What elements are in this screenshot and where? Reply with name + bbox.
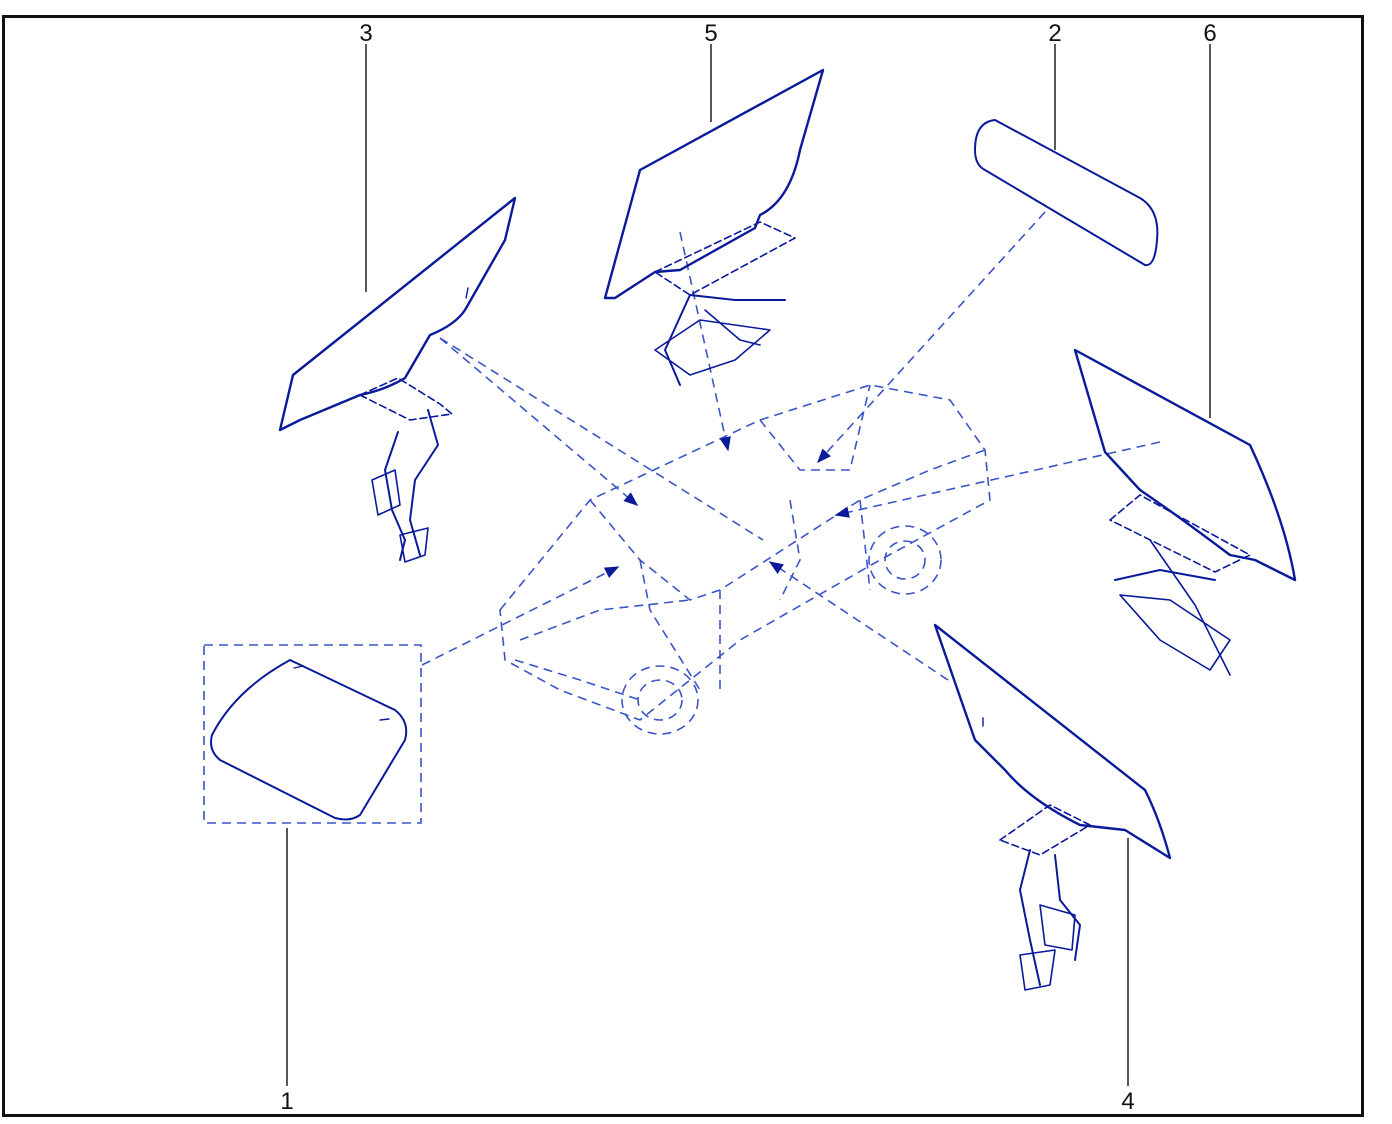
door-glass-part-6 — [1073, 348, 1297, 676]
callout-5: 5 — [704, 20, 718, 47]
window-regulator-6 — [1109, 494, 1251, 676]
callout-1: 1 — [280, 1088, 294, 1115]
window-regulator-5 — [654, 221, 796, 386]
door-glass-part-4 — [933, 623, 1172, 991]
windshield-part-1 — [203, 644, 422, 824]
door-glass-part-3 — [278, 196, 517, 563]
leader-lines — [286, 44, 1211, 1086]
door-glass-part-5 — [603, 68, 825, 386]
callout-6: 6 — [1203, 20, 1217, 47]
rear-window-part-2 — [974, 119, 1159, 267]
diagram-frame — [2, 15, 1364, 1117]
window-regulator-3 — [359, 377, 453, 563]
callout-3: 3 — [359, 20, 373, 47]
vehicle-outline — [499, 384, 991, 735]
callout-2: 2 — [1048, 20, 1062, 47]
assembly-arrows — [421, 211, 1161, 681]
window-regulator-4 — [999, 804, 1091, 991]
callout-4: 4 — [1121, 1088, 1135, 1115]
